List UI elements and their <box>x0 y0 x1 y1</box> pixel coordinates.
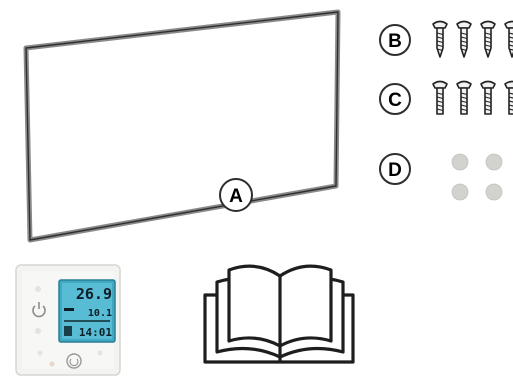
callout-c: C <box>379 83 411 115</box>
manual-book-icon <box>203 264 355 364</box>
cap-icon <box>485 183 503 201</box>
callout-label-a: A <box>229 186 243 207</box>
screw-icon <box>504 20 513 58</box>
lcd-clock: 14:01 <box>79 326 112 339</box>
callout-label-c: C <box>388 90 402 111</box>
thermostat-controller: 26.9 10.1 14:01 <box>15 264 121 376</box>
caps-group <box>451 153 503 201</box>
thermostat-dial[interactable] <box>66 353 82 369</box>
callout-label-b: B <box>388 31 402 52</box>
screw-icon <box>504 80 513 115</box>
screw-icon <box>456 20 472 58</box>
callout-label-d: D <box>388 160 402 181</box>
screw-icon <box>432 80 448 115</box>
thermostat-button[interactable] <box>35 328 41 334</box>
screw-icon <box>432 20 448 58</box>
screws-c-group <box>432 80 513 115</box>
screws-b-group <box>432 20 513 58</box>
power-icon <box>32 302 46 318</box>
lcd-temp-set: 10.1 <box>88 308 112 319</box>
panel-a: A <box>23 9 341 243</box>
cap-icon <box>485 153 503 171</box>
screw-icon <box>480 80 496 115</box>
cap-icon <box>451 183 469 201</box>
cap-icon <box>451 153 469 171</box>
lcd-temp-main: 26.9 <box>76 285 112 303</box>
callout-circle-a <box>219 178 253 212</box>
screw-icon <box>456 80 472 115</box>
callout-d: D <box>379 153 411 185</box>
thermostat-button[interactable] <box>35 286 41 292</box>
callout-b: B <box>379 24 411 56</box>
screw-icon <box>480 20 496 58</box>
